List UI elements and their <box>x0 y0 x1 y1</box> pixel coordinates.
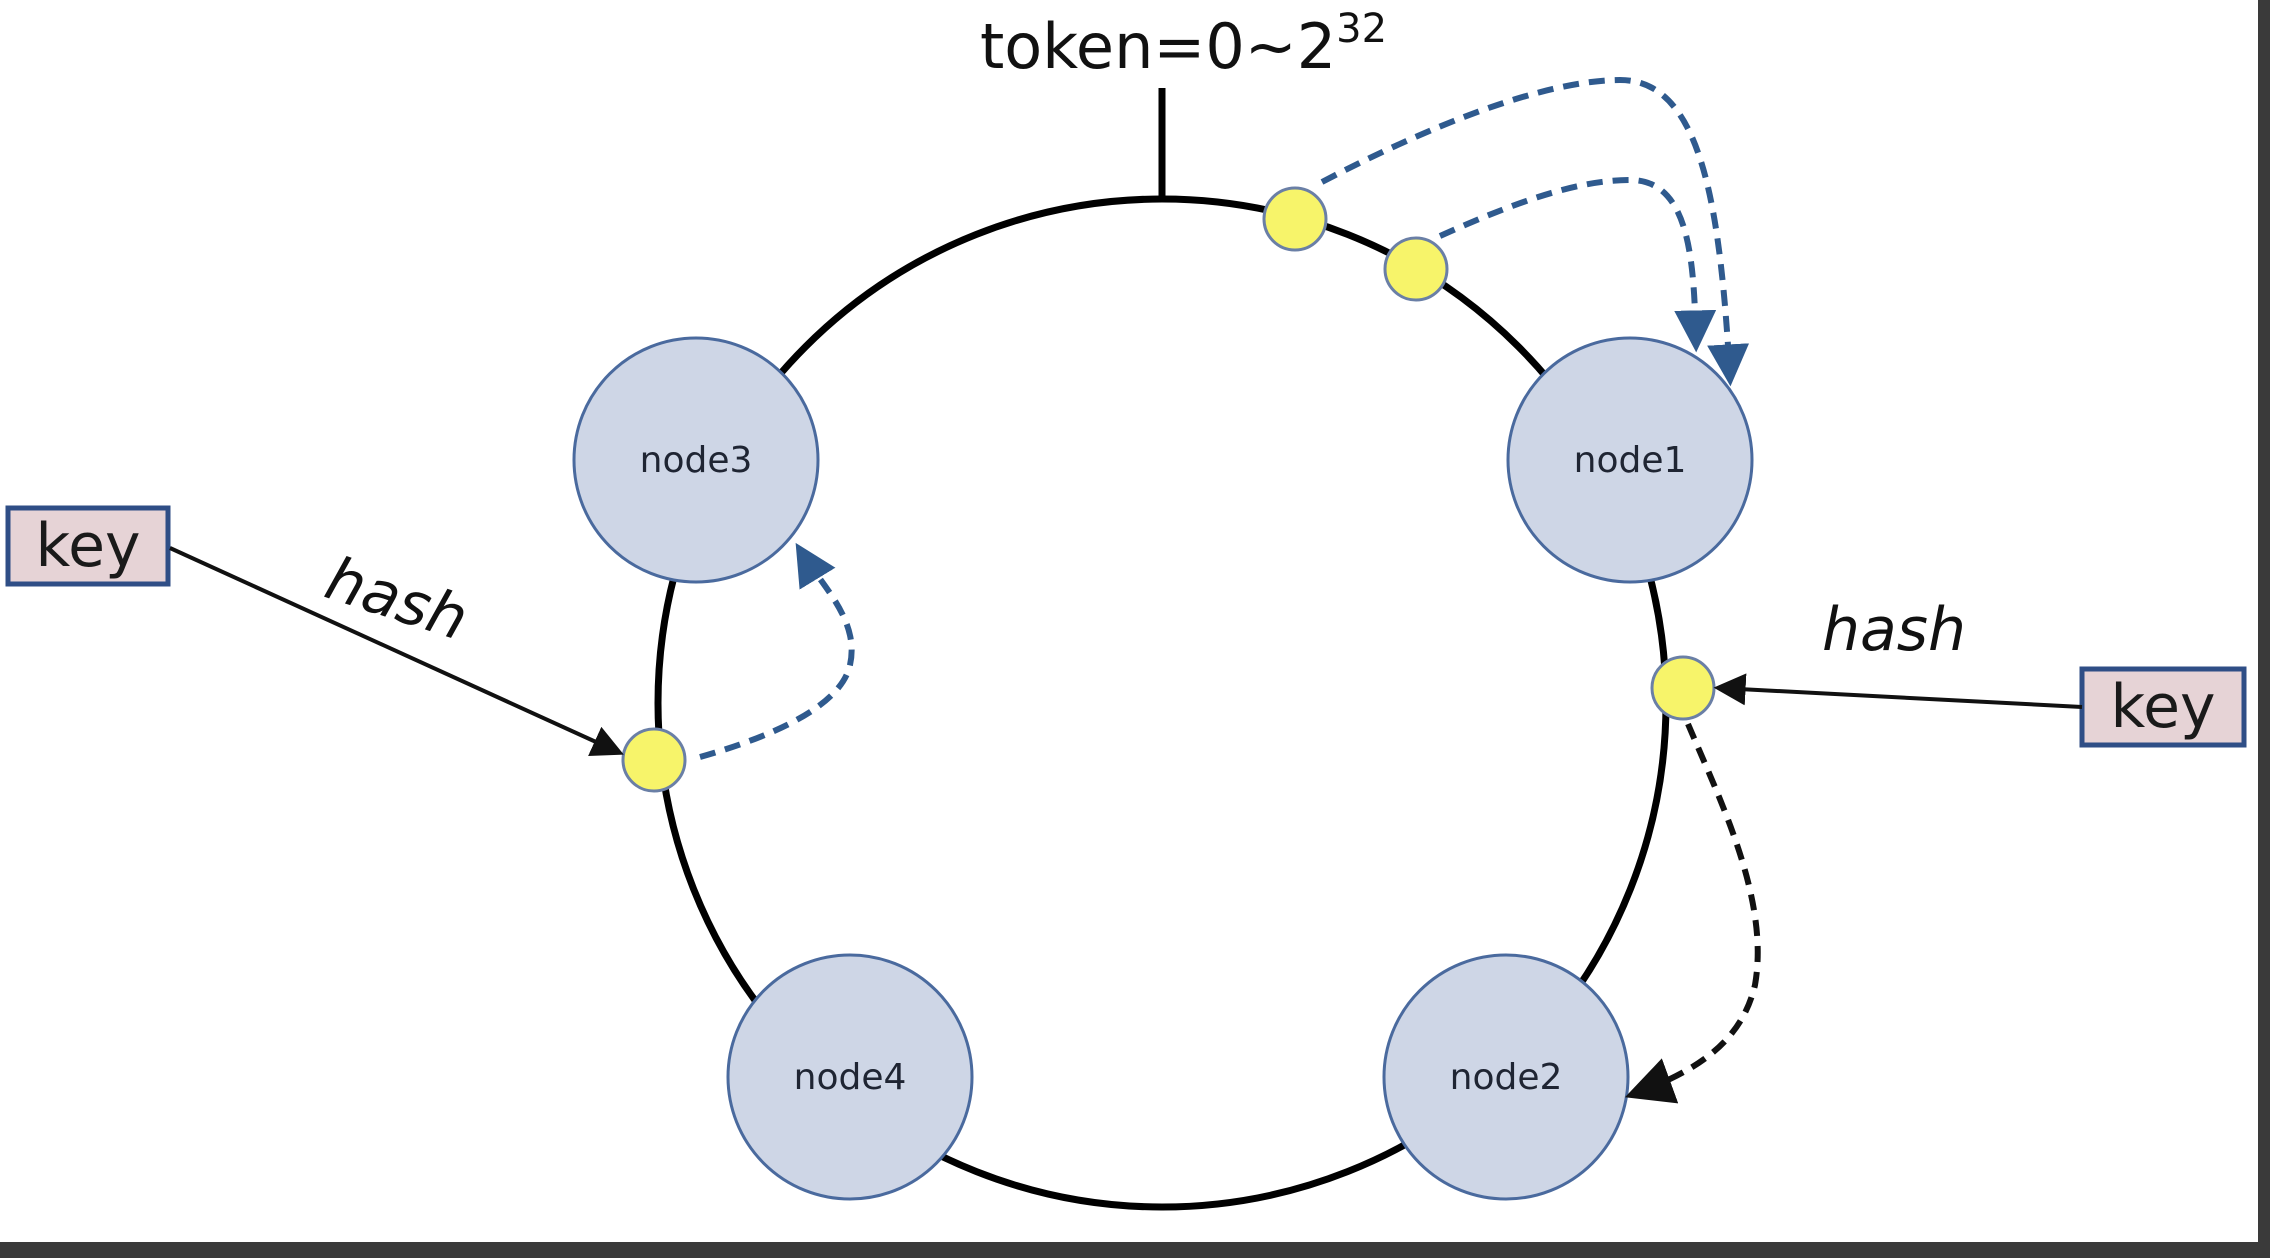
dashed-arrow-top-1-to-node1 <box>1320 76 1750 387</box>
key-right-label: key <box>2110 672 2215 742</box>
node1: node1 <box>1506 336 1754 584</box>
window-frame-right <box>2258 0 2270 1258</box>
dashed-arrow-left-to-node3 <box>699 542 855 760</box>
node3: node3 <box>572 336 820 584</box>
token-label-base: token=0~2 <box>980 10 1336 83</box>
key-left-label: key <box>35 511 140 581</box>
hash-arrow-left <box>169 546 624 756</box>
hash-point-left <box>621 727 687 793</box>
key-box-left: key <box>5 505 171 587</box>
node1-label: node1 <box>1574 440 1687 481</box>
node3-label: node3 <box>640 440 753 481</box>
hash-point-top-2 <box>1383 236 1449 302</box>
token-label: token=0~232 <box>980 6 1387 83</box>
node4: node4 <box>726 953 974 1201</box>
hash-point-top-1 <box>1262 186 1328 252</box>
key-box-right: key <box>2079 666 2247 748</box>
token-label-exponent: 32 <box>1336 6 1387 52</box>
dashed-arrow-top-2-to-node1 <box>1438 176 1717 353</box>
node2-label: node2 <box>1450 1057 1563 1098</box>
node4-label: node4 <box>794 1057 907 1098</box>
hash-arrow-right <box>1713 673 2083 709</box>
node2: node2 <box>1382 953 1630 1201</box>
hash-point-right <box>1650 655 1716 721</box>
dashed-arrow-right-to-node2 <box>1624 722 1761 1104</box>
window-frame-bottom <box>0 1242 2270 1258</box>
hash-label-right: hash <box>1822 595 1966 665</box>
